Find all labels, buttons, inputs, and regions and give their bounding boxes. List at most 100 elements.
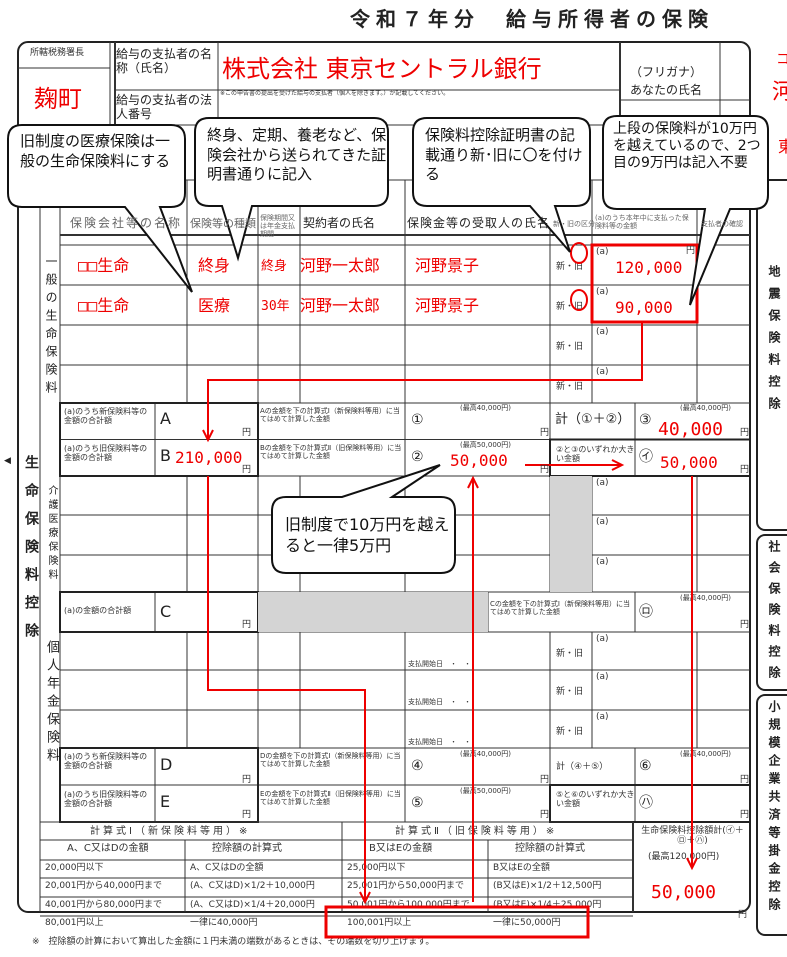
arrow-line [207, 322, 643, 440]
amount-a-label: (a) [596, 367, 609, 377]
payer-name-value[interactable]: 株式会社 東京セントラル銀行 [222, 55, 542, 83]
sum-e-larger-label: ⑤と⑥のいずれか大きい金額 [556, 790, 635, 809]
sum-c-letter: C [160, 602, 172, 621]
yen-unit: 円 [242, 428, 252, 438]
payer-name-label: 給与の支払者の名称（氏名） [116, 47, 213, 75]
highlight-box [324, 905, 590, 939]
callout-bubble [7, 124, 193, 293]
recipient-name: 河野景子 [415, 256, 480, 275]
amount-a-label: (a) [596, 478, 609, 488]
amount-a-label: (a) [596, 327, 609, 337]
formula-cell: 25,001円から50,000円まで [347, 881, 464, 891]
sum-b-value[interactable]: 210,000 [175, 448, 243, 467]
sum-d-label: (a)のうち新保険料等の金額の合計額 [64, 752, 148, 771]
col-contractor: 契約者の氏名 [303, 216, 376, 230]
payment-start-date: 支払開始日 ・ ・ [408, 660, 471, 668]
sum-c-max: (最高40,000円) [680, 594, 731, 602]
sum-b-num: ② [411, 449, 424, 465]
sum-b-calc: Bの金額を下の計算式Ⅱ（旧保険料等用）に当てはめて計算した金額 [260, 444, 402, 461]
amount-a-label: (a) [596, 287, 609, 297]
arrow-line [207, 476, 366, 902]
yen-unit: 円 [540, 775, 550, 785]
payment-start-date: 支払開始日 ・ ・ [408, 738, 471, 746]
arrow-head-icon [686, 857, 698, 871]
sum-d-max: (最高40,000円) [460, 750, 511, 758]
sum-d-total-num: ⑥ [639, 758, 652, 774]
yen-unit: 円 [740, 810, 750, 820]
arrow-head-icon [611, 459, 625, 471]
formula-1-header: 計算式Ⅰ（新保険料等用）※ [90, 826, 251, 837]
formula-cell: 50,001円から100,000円まで [347, 900, 470, 910]
formula-cell: 一律に50,000円 [493, 918, 561, 928]
company-name: □□生命 [78, 296, 130, 315]
yen-unit: 円 [738, 910, 748, 920]
grey-block [258, 592, 488, 632]
formula-cell: B又はEの全額 [493, 863, 550, 873]
formula-cell: 100,001円以上 [347, 918, 412, 928]
address-value[interactable]: 東 [778, 137, 787, 156]
formula-cell: 40,001円から80,000円まで [45, 900, 162, 910]
sum-a-total-value[interactable]: 40,000 [658, 419, 724, 440]
yen-unit: 円 [242, 620, 252, 630]
yen-unit: 円 [740, 428, 750, 438]
furigana-value[interactable]: コ [776, 52, 787, 68]
premium-amount: 120,000 [615, 258, 683, 277]
earthquake-deduction-label: 地震保険料控除 [767, 265, 781, 419]
sum-e-max: (最高50,000円) [460, 787, 511, 795]
insurance-period: 30年 [261, 299, 290, 314]
yen-unit: 円 [686, 246, 696, 256]
sum-d-total-max: (最高40,000円) [680, 750, 731, 758]
old-circle-mark [570, 242, 588, 264]
arrow-head-icon [359, 891, 371, 905]
small-business-mutual-aid-label: 小規模企業共済等掛金控除 [767, 700, 781, 916]
formula-subheader: B又はEの金額 [369, 843, 433, 854]
arrow-head-icon [202, 429, 214, 443]
formula-cell: 25,000円以下 [347, 863, 406, 873]
amount-a-label: (a) [596, 712, 609, 722]
amount-a-label: (a) [596, 247, 609, 257]
callout-over-limit: 上段の保険料が10万円を越えているので、2つ目の9万円は記入不要 [613, 121, 761, 171]
formula-cell: 20,001円から40,000円まで [45, 881, 162, 891]
insurance-type: 終身 [198, 256, 231, 275]
formula-cell: (B又はE)×1/4＋25,000円 [493, 900, 602, 910]
formula-total-max: (最高120,000円) [648, 852, 720, 862]
your-name-label: あなたの氏名 [630, 83, 703, 97]
col-kubun: 新・旧の区分 [553, 220, 595, 228]
amount-a-label: (a) [596, 672, 609, 682]
sum-b-larger-value[interactable]: 50,000 [660, 453, 718, 472]
sum-a-total-label: 計（①＋②） [555, 412, 631, 427]
col-recipient: 保険金等の受取人の氏名 [407, 216, 551, 230]
contractor-name: 河野一太郎 [300, 256, 381, 275]
premium-amount: 90,000 [615, 298, 673, 317]
new-old-selector: 新・旧 [556, 342, 584, 352]
sum-b-max: (最高50,000円) [460, 441, 511, 449]
formula-total-value[interactable]: 50,000 [651, 882, 717, 903]
insurance-type: 医療 [198, 296, 231, 315]
footnote: ※ 控除額の計算において算出した金額に１円未満の端数があるときは、その端数を切り… [32, 937, 435, 947]
old-circle-mark [570, 289, 588, 311]
new-old-selector: 新・旧 [556, 687, 584, 697]
formula-subheader: 控除額の計算式 [515, 843, 585, 854]
formula-cell: 80,001円以上 [45, 918, 104, 928]
formula-cell: A、C又はDの全額 [190, 863, 264, 873]
sum-e-num: ⑤ [411, 795, 424, 811]
sum-a-label: (a)のうち新保険料等の金額の合計額 [64, 407, 148, 426]
payment-start-date: 支払開始日 ・ ・ [408, 698, 471, 706]
sum-b-larger-num: ㋑ [639, 449, 653, 465]
yen-unit: 円 [540, 428, 550, 438]
amount-a-label: (a) [596, 634, 609, 644]
callout-bubble [602, 115, 769, 306]
yen-unit: 円 [740, 620, 750, 630]
sum-d-calc: Dの金額を下の計算式Ⅰ（新保険料等用）に当てはめて計算した金額 [260, 752, 401, 769]
yen-unit: 円 [242, 775, 252, 785]
contractor-name: 河野一太郎 [300, 296, 381, 315]
new-old-selector: 新・旧 [556, 727, 584, 737]
sum-d-letter: D [160, 755, 173, 774]
sum-e-calc: Eの金額を下の計算式Ⅱ（旧保険料等用）に当てはめて計算した金額 [260, 790, 401, 807]
name-value[interactable]: 河 [772, 80, 787, 105]
sum-b-calc-value[interactable]: 50,000 [450, 451, 508, 470]
tax-office-value[interactable]: 麹町 [34, 85, 82, 113]
furigana-label: （フリガナ） [630, 65, 703, 79]
new-old-selector: 新・旧 [556, 262, 584, 272]
callout-type: 終身、定期、養老など、保険会社から送られてきた証明書通りに記入 [207, 126, 387, 183]
